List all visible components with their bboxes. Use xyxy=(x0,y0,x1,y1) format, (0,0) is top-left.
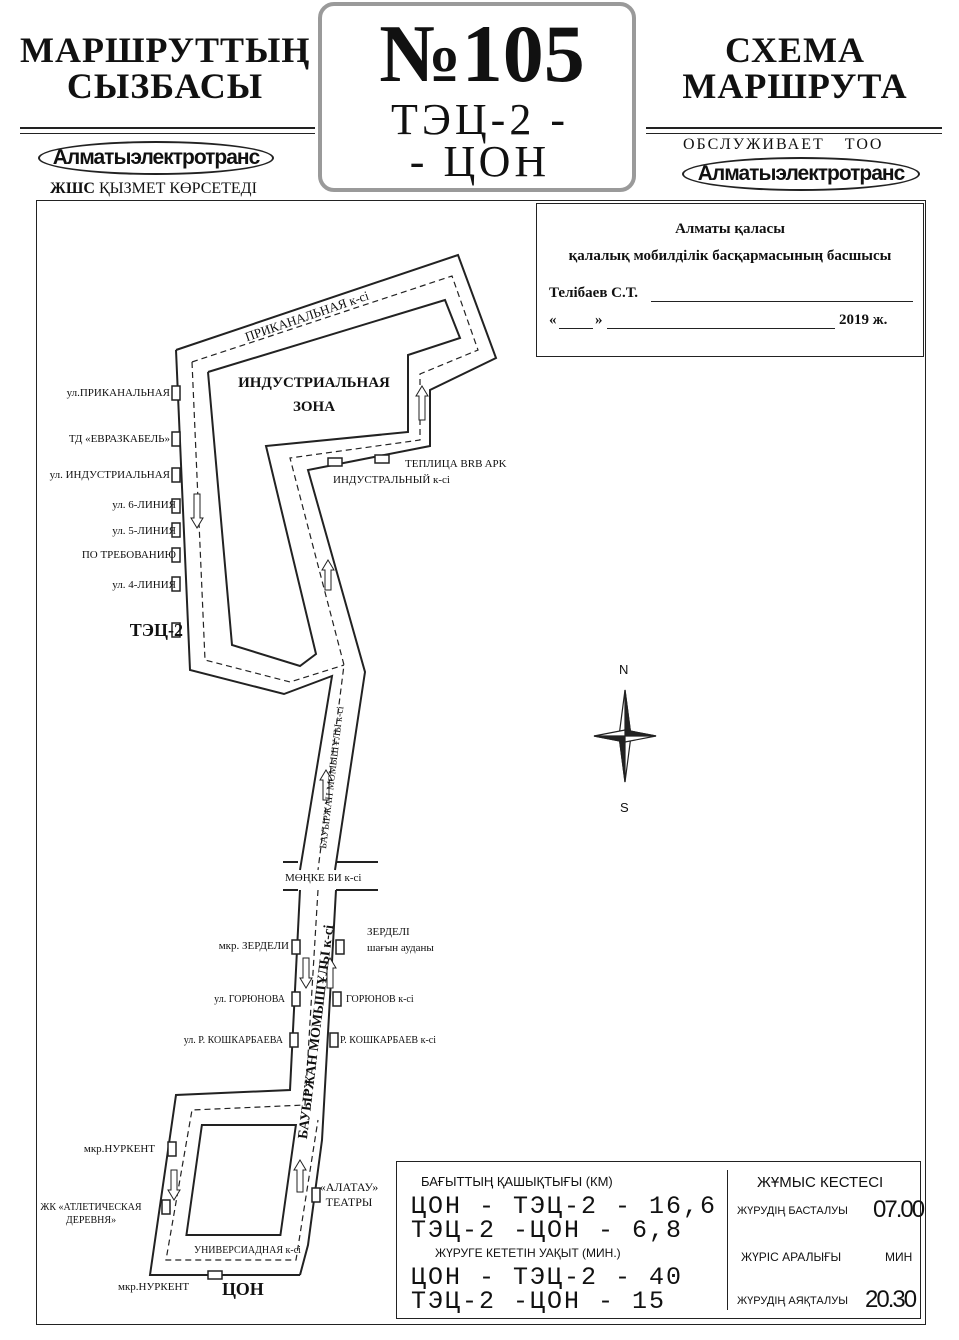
header-rule-right-top xyxy=(646,127,942,129)
stop-alatau-line2: ТЕАТРЫ xyxy=(325,1195,373,1209)
stop-6-liniya: ул. 6-ЛИНИЯ xyxy=(112,499,176,511)
signature-line xyxy=(651,301,913,302)
stop-alatau-theatre: «АЛАТАУ» ТЕАТРЫ xyxy=(316,1180,382,1210)
terminal-tets-2: ТЭЦ-2 xyxy=(129,620,183,640)
stop-nurkent-upper: мкр.НУРКЕНТ xyxy=(83,1143,155,1155)
route-road-outer-west xyxy=(175,349,334,871)
stop-zerdeli-right-line2: шағын ауданы xyxy=(367,942,434,954)
industrial-zone-line2: ЗОНА xyxy=(292,399,336,415)
info-divider xyxy=(727,1170,728,1310)
terminal-con: ЦОН xyxy=(222,1279,264,1299)
approval-line2: қалалық мобилділік басқармасының басшысы xyxy=(568,248,892,264)
street-label-universitetskaya: УНИВЕРСИАДНАЯ к-сі xyxy=(194,1245,301,1256)
approval-year: 2019 ж. xyxy=(839,312,888,328)
direction-arrows xyxy=(167,385,429,1201)
route-number: №105 xyxy=(379,8,585,99)
operator-logo-right: Алматыэлектротранс xyxy=(682,157,920,191)
stop-athletic-line2: ДЕРЕВНЯ» xyxy=(65,1215,117,1226)
date-open-quote: « xyxy=(549,312,557,328)
left-service-prefix: ЖШС xyxy=(50,180,95,197)
time-row-2: ТЭЦ-2 -ЦОН - 15 xyxy=(411,1287,667,1316)
route-road-outer-north xyxy=(175,253,498,871)
route-centerline-south xyxy=(165,889,319,1261)
schedule-start-label: ЖҮРУДІҢ БАСТАЛУЫ xyxy=(737,1205,848,1217)
stop-po-trebovaniyu: ПО ТРЕБОВАНИЮ xyxy=(81,549,176,561)
stop-zerdeli-right-line1: ЗЕРДЕЛІ xyxy=(367,926,410,938)
schedule-end-label: ЖҮРУДІҢ АЯҚТАЛУЫ xyxy=(737,1295,848,1307)
date-close-quote: » xyxy=(595,312,603,328)
distance-header: БАҒЫТТЫҢ ҚАШЫҚТЫҒЫ (КМ) xyxy=(421,1174,613,1189)
approval-signer: Телібаев С.Т. xyxy=(549,285,639,301)
stop-teplitsa: ТЕПЛИЦА BRB APK xyxy=(405,458,507,470)
right-service-text: ОБСЛУЖИВАЕТ xyxy=(683,136,825,153)
distance-row-1: ЦОН - ТЭЦ-2 - 16,6 xyxy=(411,1192,718,1221)
left-service-line: ЖШС ҚЫЗМЕТ КӨРСЕТЕДІ xyxy=(50,180,257,198)
route-endpoints-line1: ТЭЦ-2 - xyxy=(390,95,569,144)
date-month-line xyxy=(607,328,835,329)
con-block xyxy=(185,1124,298,1236)
header-rule-right-bottom xyxy=(646,133,942,134)
approval-line1: Алматы қаласы xyxy=(675,221,785,237)
route-number-box: №105 ТЭЦ-2 - - ЦОН xyxy=(318,2,636,192)
industrial-zone-label: ИНДУСТРИАЛЬНАЯ ЗОНА xyxy=(232,371,396,419)
schedule-header: ЖҰМЫС КЕСТЕСІ xyxy=(757,1174,884,1191)
right-title-line1: СХЕМА xyxy=(724,30,866,70)
stop-koshkarbaeva-left: ул. Р. КОШКАРБАЕВА xyxy=(183,1035,283,1046)
stop-prikanalnaya: ул.ПРИКАНАЛЬНАЯ xyxy=(66,387,170,399)
stop-5-liniya: ул. 5-ЛИНИЯ xyxy=(112,525,176,537)
distance-row-2: ТЭЦ-2 -ЦОН - 6,8 xyxy=(411,1216,684,1245)
approval-box: Алматы қаласы қалалық мобилділік басқарм… xyxy=(536,203,924,357)
stop-zerdeli-left: мкр. ЗЕРДЕЛИ xyxy=(218,940,289,952)
compass-south-label: S xyxy=(620,800,629,815)
right-service-line: ОБСЛУЖИВАЕТ ТОО xyxy=(683,136,883,154)
date-day-line xyxy=(559,328,593,329)
info-table: БАҒЫТТЫҢ ҚАШЫҚТЫҒЫ (КМ) ЦОН - ТЭЦ-2 - 16… xyxy=(396,1161,925,1319)
schedule-interval-label: ЖҮРІС АРАЛЫҒЫ xyxy=(741,1250,842,1264)
right-title-line2: МАРШРУТА xyxy=(682,66,908,106)
schedule-start-value: 07.00 xyxy=(873,1196,925,1223)
route-road-inner-north xyxy=(207,298,462,668)
stop-industrialnaya: ул. ИНДУСТРИАЛЬНАЯ xyxy=(49,469,170,481)
map-frame xyxy=(36,200,926,1325)
left-title-line1: МАРШРУТТЫҢ xyxy=(20,30,311,70)
stop-evrazkabel: ТД «ЕВРАЗКАБЕЛЬ» xyxy=(68,433,170,445)
right-service-suffix: ТОО xyxy=(844,136,884,153)
route-endpoints-line2: - ЦОН xyxy=(409,137,551,186)
stop-goryunova-left: ул. ГОРЮНОВА xyxy=(214,994,285,1005)
left-title: МАРШРУТТЫҢ СЫЗБАСЫ xyxy=(20,32,310,104)
stop-athletic-village: ЖК «АТЛЕТИЧЕСКАЯ ДЕРЕВНЯ» xyxy=(36,1201,146,1227)
header-rule-left-top xyxy=(20,127,315,129)
time-header: ЖҮРУГЕ КЕТЕТІН УАҚЫТ (МИН.) xyxy=(435,1246,621,1260)
route-road-south-west xyxy=(148,889,301,1276)
schedule-interval-value: МИН xyxy=(885,1250,913,1264)
right-title: СХЕМА МАРШРУТА xyxy=(650,32,940,104)
stop-goryunova-right: ГОРЮНОВ к-сі xyxy=(346,994,414,1005)
stop-koshkarbaeva-right: Р. КОШКАРБАЕВ к-сі xyxy=(340,1035,437,1046)
header-rule-left-bottom xyxy=(20,133,315,134)
stop-nurkent-lower: мкр.НУРКЕНТ xyxy=(118,1281,190,1293)
schedule-end-value: 20.30 xyxy=(865,1286,917,1313)
route-centerline-north xyxy=(191,275,479,871)
compass-north-label: N xyxy=(619,662,629,677)
industrial-zone-line1: ИНДУСТРИАЛЬНАЯ xyxy=(238,375,390,391)
stop-4-liniya: ул. 4-ЛИНИЯ xyxy=(112,579,176,591)
stop-athletic-line1: ЖК «АТЛЕТИЧЕСКАЯ xyxy=(40,1202,142,1213)
stop-markers xyxy=(161,385,390,1280)
street-label-monke-bi: МӨҢКЕ БИ к-сі xyxy=(285,872,362,884)
time-row-1: ЦОН - ТЭЦ-2 - 40 xyxy=(411,1263,684,1292)
stop-alatau-line1: «АЛАТАУ» xyxy=(319,1180,379,1194)
street-label-industrialny: ИНДУСТРАЛЬНЫЙ к-сі xyxy=(333,474,450,486)
operator-logo-left: Алматыэлектротранс xyxy=(38,141,274,175)
compass-rose xyxy=(593,689,657,783)
left-title-line2: СЫЗБАСЫ xyxy=(66,66,264,106)
left-service-text: ҚЫЗМЕТ КӨРСЕТЕДІ xyxy=(98,180,257,197)
